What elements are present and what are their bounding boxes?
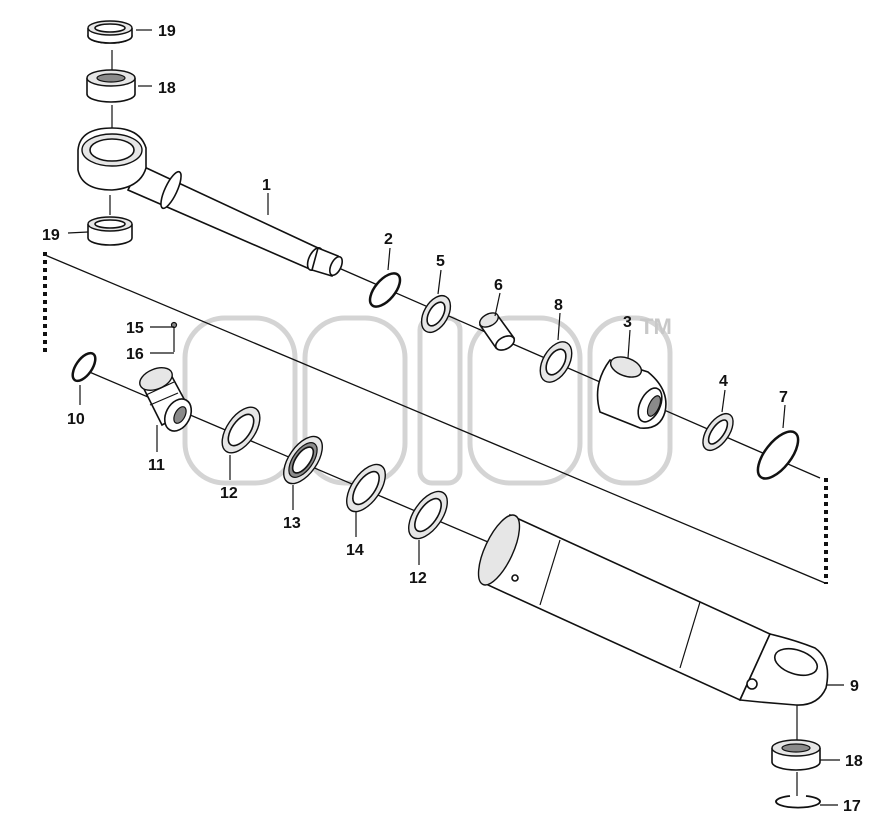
part-19-top-bushing — [87, 20, 133, 44]
label-19-top: 19 — [158, 23, 176, 40]
label-11: 11 — [148, 457, 165, 474]
part-6-bushing — [478, 312, 516, 351]
label-12-a: 12 — [220, 485, 238, 502]
label-19-lower: 19 — [42, 227, 60, 244]
part-17-snap-ring — [775, 795, 821, 809]
label-13: 13 — [283, 515, 301, 532]
part-labels: 19 18 19 1 2 5 6 8 3 4 7 15 16 10 11 12 … — [42, 23, 863, 815]
part-12-seal-a — [221, 406, 261, 454]
watermark-tm: TM — [640, 314, 672, 339]
label-18-lower: 18 — [845, 753, 863, 770]
label-1: 1 — [262, 177, 271, 194]
part-9-cylinder-barrel — [477, 513, 829, 706]
part-7-o-ring — [756, 430, 800, 480]
part-10-o-ring — [71, 351, 97, 383]
part-18-lower-bearing — [771, 739, 821, 771]
part-13-seal — [283, 435, 323, 485]
label-2: 2 — [384, 231, 393, 248]
part-8-seal — [539, 341, 573, 383]
part-18-top-bearing — [86, 69, 136, 103]
label-5: 5 — [436, 253, 445, 270]
label-10: 10 — [67, 411, 85, 428]
label-leaders — [67, 29, 844, 806]
label-16: 16 — [126, 346, 144, 363]
label-4: 4 — [719, 373, 728, 390]
label-3: 3 — [623, 314, 632, 331]
part-11-piston — [139, 367, 193, 432]
part-3-gland — [596, 356, 667, 429]
part-5-seal — [420, 294, 452, 334]
label-14: 14 — [346, 542, 364, 559]
part-19-lower-bushing — [87, 216, 133, 246]
part-12-seal-b — [408, 490, 448, 540]
label-18-top: 18 — [158, 80, 176, 97]
part-2-o-ring — [368, 272, 402, 308]
part-4-seal — [702, 412, 734, 452]
label-7: 7 — [779, 389, 788, 406]
label-12-b: 12 — [409, 570, 427, 587]
part-1-piston-rod — [77, 127, 343, 277]
label-15: 15 — [126, 320, 144, 337]
label-9: 9 — [850, 678, 859, 695]
part-14-seal — [346, 463, 386, 513]
label-6: 6 — [494, 277, 503, 294]
label-8: 8 — [554, 297, 563, 314]
label-17: 17 — [843, 798, 861, 815]
